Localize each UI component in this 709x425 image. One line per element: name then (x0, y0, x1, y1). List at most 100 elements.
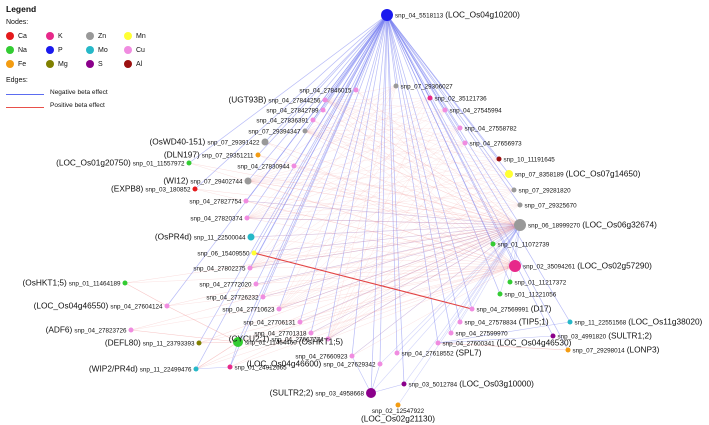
node-snp-11-23793393[interactable] (196, 340, 202, 346)
edge-positive (188, 162, 516, 267)
node-snp-07-29391422[interactable] (261, 138, 269, 146)
node-snp-04-27656973[interactable] (462, 140, 468, 146)
node-snp-04-27802275[interactable] (247, 265, 253, 271)
edge-negative (403, 224, 521, 385)
node-snp-04-27836391[interactable] (310, 117, 316, 123)
edge-local (124, 282, 168, 307)
node-snp-03-5012784[interactable] (401, 381, 407, 387)
node-snp-04-27827754[interactable] (243, 198, 249, 204)
node-snp-01-11464189[interactable] (122, 280, 128, 286)
node-snp-01-11072739[interactable] (490, 241, 496, 247)
edge-negative (310, 14, 388, 334)
node-label: snp_04_27545994 (450, 108, 503, 115)
node-label: snp_10_11191645 (504, 157, 556, 164)
node-snp-04-27604124[interactable] (164, 303, 170, 309)
node-snp-04-27545994[interactable] (442, 107, 448, 113)
legend-label: S (98, 61, 103, 68)
node-snp-10-11191645[interactable] (496, 156, 502, 162)
node-label: snp_07_29394347 (248, 129, 301, 136)
node-snp-04-27618552[interactable] (394, 350, 400, 356)
node-snp-04-27629342[interactable] (377, 361, 383, 367)
edge-negative (386, 14, 510, 175)
edge-local (370, 363, 381, 394)
edge-positive (278, 158, 500, 310)
node-snp-04-27772020[interactable] (253, 281, 259, 287)
node-snp-11-22499476[interactable] (193, 366, 199, 372)
node-snp-01-11221056[interactable] (497, 291, 503, 297)
node-snp-02-35121736[interactable] (427, 95, 433, 101)
node-snp-04-27558782[interactable] (457, 125, 463, 131)
edge-positive (257, 154, 516, 267)
node-snp-04-5518113[interactable] (381, 9, 393, 21)
node-snp-04-27710623[interactable] (276, 306, 282, 312)
edge-positive (237, 224, 521, 343)
node-snp-04-27701318[interactable] (308, 330, 314, 336)
legend-label: Na (18, 47, 27, 54)
node-snp-04-27820374[interactable] (244, 215, 250, 221)
node-snp-07-29402744[interactable] (244, 177, 252, 185)
node-snp-07-29298014[interactable] (565, 347, 571, 353)
node-label: snp_04_27599970 (456, 331, 509, 338)
node-snp-11-22500044[interactable] (247, 233, 255, 241)
edge-positive (195, 224, 521, 370)
node-snp-04-27823726[interactable] (128, 327, 134, 333)
node-snp-04-27726232[interactable] (260, 294, 266, 300)
node-snp-04-27660923[interactable] (349, 353, 355, 359)
node-snp-04-27578834[interactable] (457, 319, 463, 325)
edge-positive (278, 97, 431, 310)
edge-negative (299, 224, 521, 323)
edge-local (437, 342, 569, 351)
edge-positive (247, 180, 521, 226)
node-snp-07-8358189[interactable] (505, 170, 513, 178)
edge-positive (304, 97, 431, 132)
edge-negative (370, 14, 388, 394)
node-snp-07-29281820[interactable] (511, 187, 517, 193)
edge-positive (324, 99, 516, 267)
node-snp-03-4958668[interactable] (366, 388, 376, 398)
node-snp-04-27830944[interactable] (291, 163, 297, 169)
edge-positive (249, 173, 510, 269)
edge-positive (249, 204, 521, 269)
node-snp-04-27844256[interactable] (322, 97, 328, 103)
edge-positive (255, 224, 521, 285)
node-snp-04-27706131[interactable] (297, 319, 303, 325)
legend-positive-line (6, 107, 44, 109)
edge-positive (246, 217, 521, 226)
edge-negative (250, 14, 388, 238)
node-label: snp_04_27820374 (190, 216, 243, 223)
node-snp-04-27846015[interactable] (353, 87, 359, 93)
node-snp-01-11557972[interactable] (186, 160, 192, 166)
node-snp-04-27600341[interactable] (435, 340, 441, 346)
label-layer: snp_04_5518113(LOC_Os04g10200)snp_07_293… (23, 10, 703, 424)
node-snp-03-4991820[interactable] (550, 333, 556, 339)
edge-negative (396, 224, 521, 354)
node-snp-07-29306027[interactable] (393, 83, 399, 89)
legend-negative-line (6, 94, 44, 96)
node-snp-01-11464460[interactable] (233, 337, 243, 347)
node-snp-04-27842789[interactable] (320, 107, 326, 113)
node-snp-11-22551568[interactable] (567, 319, 573, 325)
node-snp-07-29394347[interactable] (302, 128, 308, 134)
edge-positive (246, 109, 446, 219)
node-snp-04-27667774[interactable] (325, 336, 331, 342)
edge-positive (327, 127, 461, 340)
node-snp-03-180852[interactable] (192, 186, 198, 192)
node-snp-06-15409550[interactable] (251, 250, 257, 256)
edge-positive (304, 130, 515, 191)
edge-negative (450, 224, 521, 334)
edge-positive (324, 85, 397, 101)
node-snp-04-27569991[interactable] (469, 306, 475, 312)
node-snp-01-24912665[interactable] (227, 364, 233, 370)
node-snp-07-29351211[interactable] (255, 152, 261, 158)
legend-label: Mn (136, 33, 146, 40)
edge-positive (278, 224, 521, 310)
node-snp-02-35094261[interactable] (509, 260, 521, 272)
node-snp-01-11217372[interactable] (507, 279, 513, 285)
node-snp-02-12547922[interactable] (395, 402, 401, 408)
node-label: (DLN197)snp_07_29351211 (164, 150, 254, 160)
edge-negative (195, 14, 388, 370)
edge-positive (247, 127, 461, 182)
node-snp-07-29325670[interactable] (517, 202, 523, 208)
node-snp-04-27599970[interactable] (448, 330, 454, 336)
node-snp-06-18999270[interactable] (514, 219, 526, 231)
